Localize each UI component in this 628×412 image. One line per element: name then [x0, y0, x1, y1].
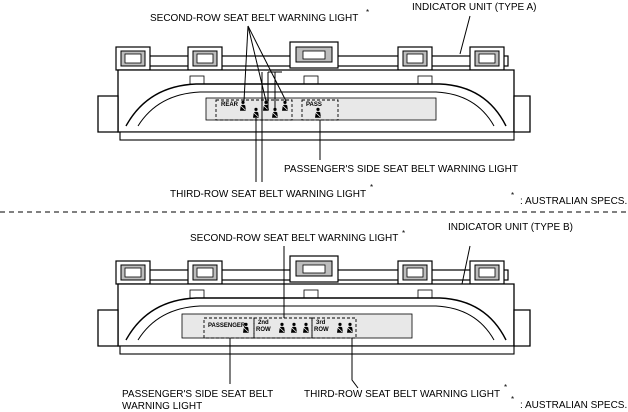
- note-asterisk-a: *: [511, 191, 514, 200]
- panel-pass-text: PASS: [306, 102, 322, 108]
- panel-passenger-text: PASSENGER: [208, 323, 246, 329]
- note-a: : AUSTRALIAN SPECS.: [520, 196, 627, 207]
- passenger-label-b-line1: PASSENGER'S SIDE SEAT BELT: [122, 389, 273, 400]
- panel-2nd-text: 2nd: [258, 320, 269, 326]
- third-row-group-box: [311, 317, 357, 339]
- second-row-label-b: SECOND-ROW SEAT BELT WARNING LIGHT: [190, 233, 398, 244]
- note-b: : AUSTRALIAN SPECS.: [520, 400, 627, 411]
- second-row-asterisk-b: *: [402, 229, 405, 238]
- type-a-title: INDICATOR UNIT (TYPE A): [412, 2, 536, 13]
- indicator-unit-type-b: PASSENGER 2nd ROW 3rd ROW SECOND-ROW SEA…: [98, 222, 627, 412]
- indicator-unit-type-a: REAR PASS SECOND-ROW SEAT BELT WARNING L…: [98, 2, 627, 207]
- panel-3rd-text: 3rd: [316, 320, 326, 326]
- type-b-title: INDICATOR UNIT (TYPE B): [448, 222, 573, 233]
- third-row-label-b: THIRD-ROW SEAT BELT WARNING LIGHT: [304, 389, 500, 400]
- panel-2nd-row-text: ROW: [256, 327, 271, 333]
- passenger-label-b-line2: WARNING LIGHT: [122, 401, 202, 412]
- panel-3rd-row-text: ROW: [314, 327, 329, 333]
- second-row-label-a: SECOND-ROW SEAT BELT WARNING LIGHT: [150, 13, 358, 24]
- note-asterisk-b: *: [511, 395, 514, 404]
- passenger-label-a: PASSENGER'S SIDE SEAT BELT WARNING LIGHT: [284, 164, 518, 175]
- third-row-asterisk-a: *: [370, 183, 373, 192]
- panel-rear-text: REAR: [221, 102, 239, 108]
- rear-group-box: [215, 99, 293, 121]
- second-row-asterisk-a: *: [366, 8, 369, 17]
- third-row-asterisk-b: *: [504, 383, 507, 392]
- third-row-label-a: THIRD-ROW SEAT BELT WARNING LIGHT: [170, 189, 366, 200]
- pass-group-box: [301, 99, 339, 121]
